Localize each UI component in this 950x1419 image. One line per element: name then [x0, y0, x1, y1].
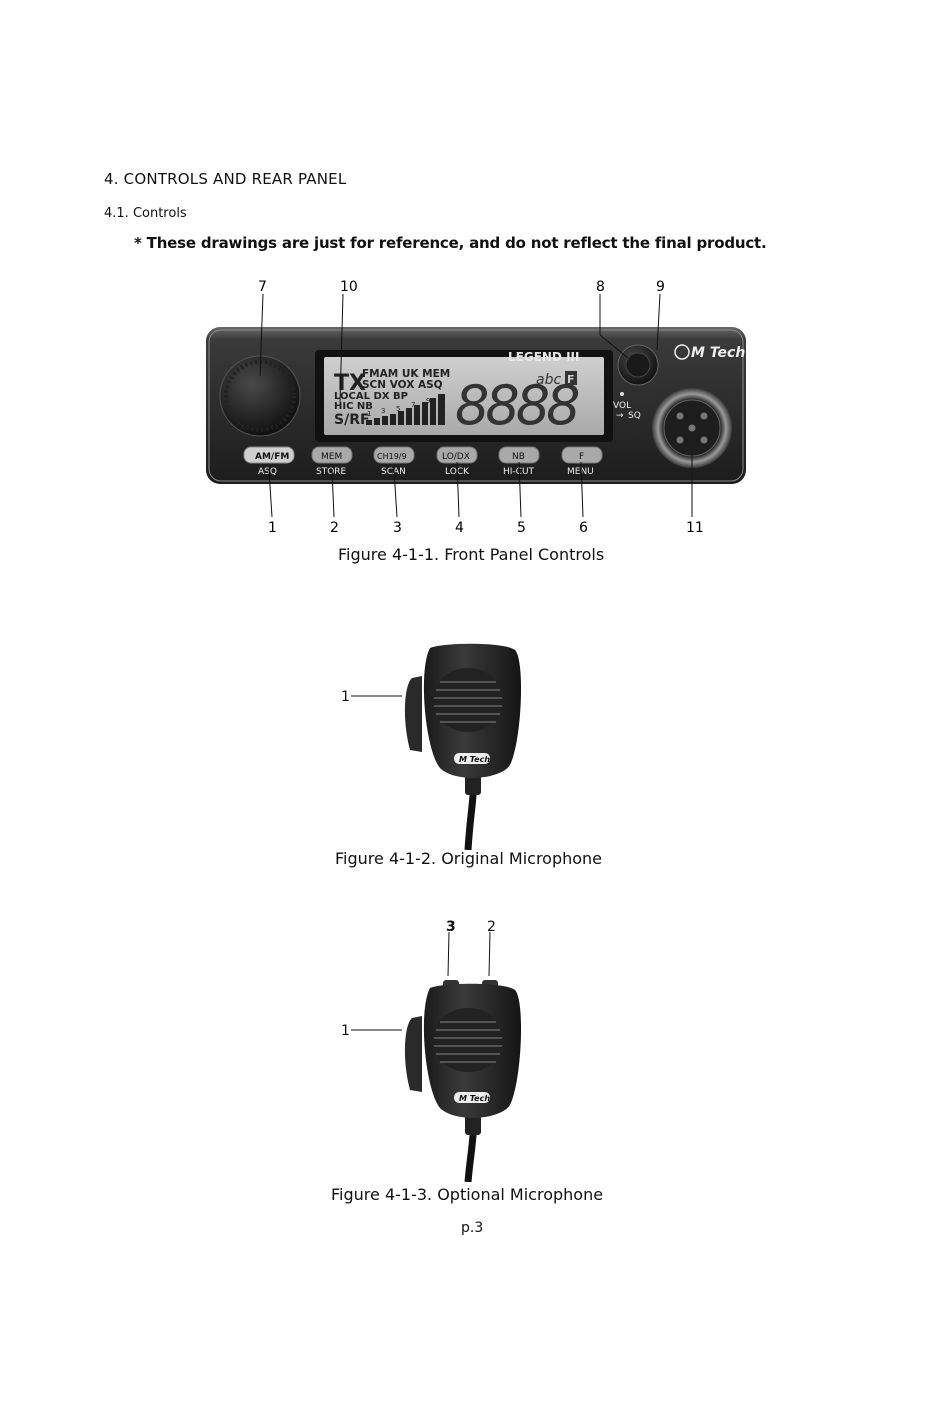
callout-2: 2 — [330, 520, 339, 536]
lcd-srf: S/RF — [334, 412, 370, 428]
mem-button — [311, 446, 353, 464]
lcd-line4: HIC NB — [334, 401, 373, 412]
button-row: AM/FM ASQ MEM STORE CH19/9 SCAN LO/DX LO… — [243, 446, 603, 477]
sq-label: SQ — [628, 411, 641, 421]
mic2-callout-3: 3 — [446, 919, 456, 935]
lcd-scale-5: 5 — [396, 405, 400, 413]
lcd-scale-9: 9 — [426, 397, 430, 405]
sub-heading: 4.1. Controls — [104, 206, 187, 221]
lcd-digits: 8888 — [455, 374, 579, 437]
brand-logo: M Tech — [691, 345, 745, 361]
svg-text:AM/FM: AM/FM — [255, 452, 289, 462]
lcd-line1: FMAM UK MEM — [362, 368, 450, 380]
mic-badge-1: M Tech — [459, 755, 490, 764]
lcd-tx: TX — [334, 371, 366, 396]
original-microphone-figure: M Tech 1 — [341, 643, 522, 850]
amfm-button — [243, 446, 295, 464]
lcd-scale-7: 7 — [411, 401, 415, 409]
callout-1: 1 — [268, 520, 277, 536]
svg-text:F: F — [579, 452, 584, 462]
lcd-line3: LOCAL DX BP — [334, 391, 408, 402]
callout-9: 9 — [656, 279, 665, 295]
svg-text:CH19/9: CH19/9 — [377, 452, 407, 461]
page-number: p.3 — [461, 1220, 484, 1236]
mic1-callout-1: 1 — [341, 689, 350, 705]
callout-11: 11 — [686, 520, 704, 536]
optional-microphone-figure: M Tech 3 2 1 — [341, 919, 522, 1182]
leader-lines — [259, 293, 693, 518]
mic-badge-2: M Tech — [459, 1094, 490, 1103]
figure-caption-3: Figure 4-1-3. Optional Microphone — [331, 1185, 604, 1204]
callout-5: 5 — [517, 520, 526, 536]
callout-4: 4 — [455, 520, 464, 536]
svg-text:MEM: MEM — [321, 452, 342, 462]
svg-text:NB: NB — [512, 452, 525, 462]
front-panel-figure: TX FMAM UK MEM SCN VOX ASQ LOCAL DX BP H… — [206, 279, 746, 536]
svg-text:LO/DX: LO/DX — [442, 452, 470, 462]
section-heading: 4. CONTROLS AND REAR PANEL — [104, 170, 347, 188]
vol-label: VOL — [613, 401, 631, 411]
mic2-callout-2: 2 — [487, 919, 496, 935]
f-button — [561, 446, 603, 464]
lcd-scale-3: 3 — [381, 407, 385, 415]
signal-meter — [366, 394, 445, 425]
mic2-callout-1: 1 — [341, 1023, 350, 1039]
svg-text:HI-CUT: HI-CUT — [503, 467, 535, 477]
callout-8: 8 — [596, 279, 605, 295]
model-label: LEGEND III — [508, 350, 579, 364]
ch19-button — [373, 446, 415, 464]
lcd-abc: abc — [536, 372, 561, 388]
lcd-f: F — [567, 373, 575, 386]
reference-note: * These drawings are just for reference,… — [134, 234, 767, 252]
svg-text:MENU: MENU — [567, 467, 594, 477]
figure-caption-1: Figure 4-1-1. Front Panel Controls — [338, 545, 605, 564]
callout-7: 7 — [258, 279, 267, 295]
callout-6: 6 — [579, 520, 588, 536]
callout-3: 3 — [393, 520, 402, 536]
svg-text:→: → — [616, 411, 624, 421]
svg-text:ASQ: ASQ — [258, 467, 277, 477]
lcd-scale-1: 1 — [367, 410, 371, 418]
svg-text:SCAN: SCAN — [381, 467, 406, 477]
channel-knob — [219, 355, 301, 437]
svg-text:STORE: STORE — [316, 467, 347, 477]
lcd-line2: SCN VOX ASQ — [362, 379, 443, 391]
callout-10: 10 — [340, 279, 358, 295]
figure-caption-2: Figure 4-1-2. Original Microphone — [335, 849, 603, 868]
